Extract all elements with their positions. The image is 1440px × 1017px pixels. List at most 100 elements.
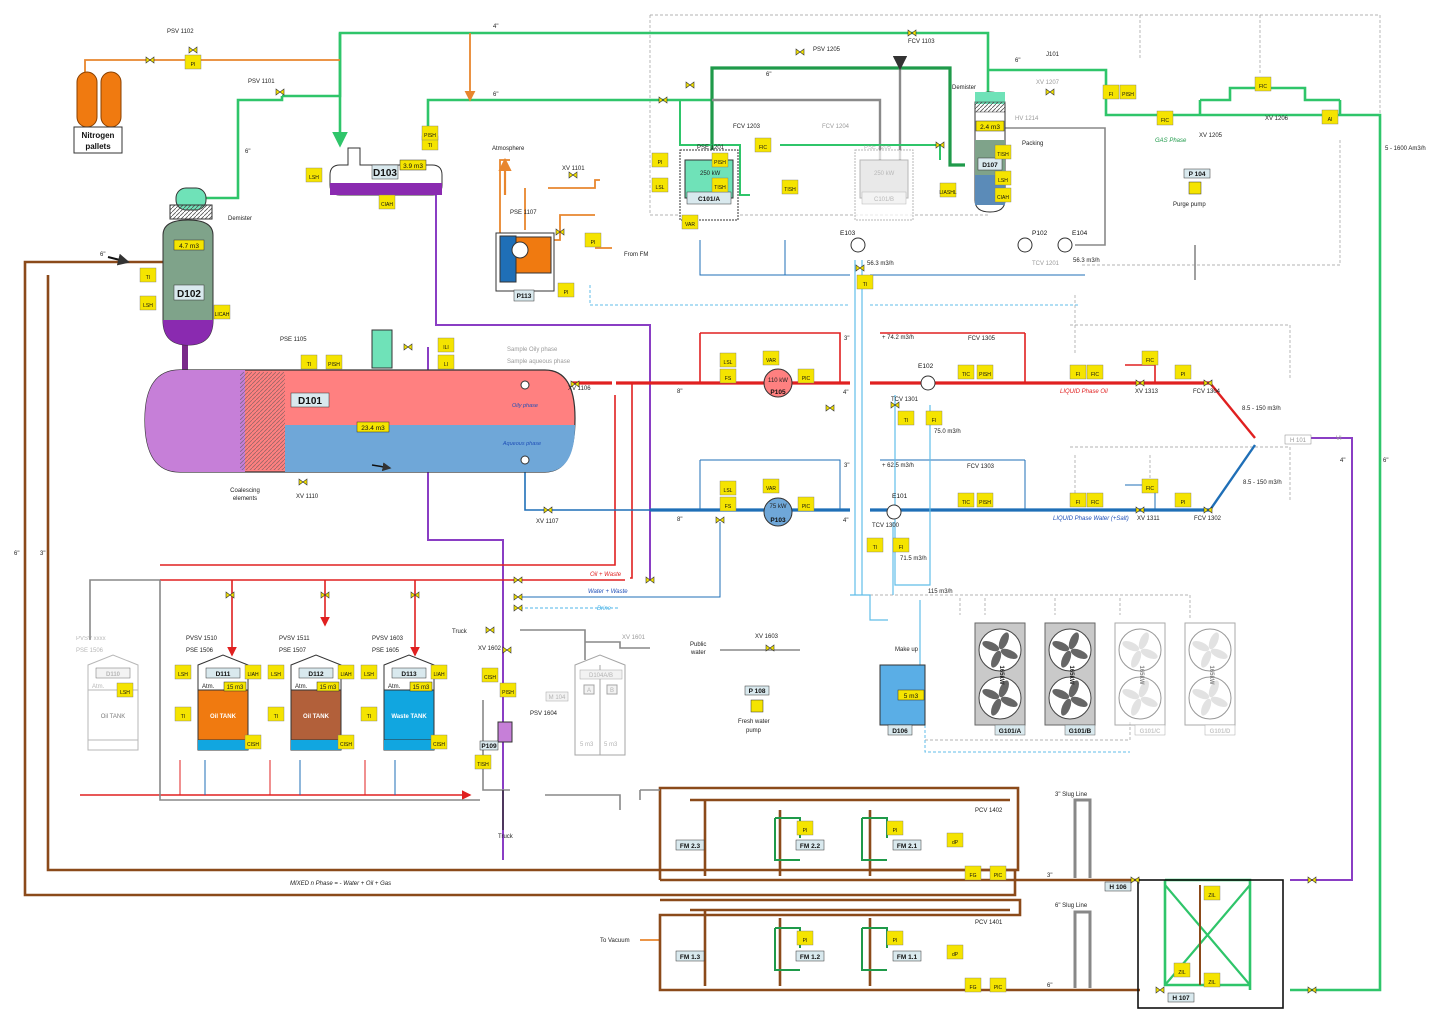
tag-bubble	[762, 478, 780, 494]
tag-bubble	[796, 930, 814, 946]
psv-1101-label: PSV 1101	[248, 79, 275, 85]
tag-bubble	[781, 179, 799, 195]
valve-icon	[225, 591, 235, 599]
tank-atm: Atm.	[295, 684, 308, 690]
valve-icon	[1130, 876, 1140, 884]
atmosphere-label: Atmosphere	[492, 146, 525, 152]
tag-bubble	[754, 137, 772, 153]
tag-bubble	[337, 734, 355, 750]
oil-flow: + 74.2 m3/h	[882, 335, 914, 341]
pse-1107-label: PSE 1107	[510, 210, 537, 216]
instrument-tag: TIC	[957, 492, 975, 508]
tag-bubble	[994, 187, 1012, 203]
p108-label: P 108	[749, 688, 766, 695]
xv-1101-label: XV 1101	[562, 166, 585, 172]
tank-psv: PVSV xxxx	[76, 636, 106, 642]
valve-icon	[555, 228, 565, 236]
instrument-tag: VAR	[681, 214, 699, 230]
fan-blade	[1068, 680, 1079, 698]
tag-bubble	[1174, 364, 1192, 380]
instrument-tag: PISH	[421, 125, 439, 141]
tank-atm: Atm.	[388, 684, 401, 690]
sample-oily-label: Sample Oily phase	[507, 347, 558, 353]
fcv-1103-label: FCV 1103	[908, 39, 935, 45]
instrument-tag: TI	[267, 706, 285, 722]
tag-bubble	[762, 350, 780, 366]
fan-icon	[1048, 628, 1092, 672]
vessel-d103: D103 3.9 m3	[329, 147, 443, 196]
valve-icon	[188, 46, 198, 54]
slug6-label: 6" Slug Line	[1055, 903, 1088, 909]
compressor-c101b: C101/B 250 kW PSE 1205	[854, 145, 914, 221]
tag-text: CISH	[340, 742, 352, 748]
tag-text: ZIL	[1178, 970, 1185, 976]
tag-text: FI	[932, 418, 936, 424]
p102-label: P102	[1032, 230, 1048, 237]
fan-blade	[1070, 648, 1088, 659]
tag-bubble	[267, 664, 285, 680]
tank-name: D111	[216, 671, 231, 678]
tank-pse: PSE 1605	[372, 648, 400, 654]
instrument-tag: FIC	[1086, 492, 1104, 508]
tag-text: PI	[591, 240, 596, 246]
vessel-d102: 4.7 m3 D102 Demister	[162, 187, 252, 346]
cooler-name: G101/C	[1140, 729, 1161, 735]
instrument-tag: FIC	[1141, 350, 1159, 366]
valve-icon	[1155, 986, 1165, 994]
tag-bubble	[1173, 962, 1191, 978]
instrument-tag: LIAH	[244, 664, 262, 680]
c101a-pse: PSE 1201	[697, 145, 725, 151]
tag-text: LSH	[143, 303, 153, 309]
valve-icon	[890, 401, 900, 409]
psv-1604-label: PSV 1604	[530, 711, 558, 717]
instrument-tag: dP	[946, 944, 964, 960]
fan-icon	[1118, 628, 1162, 672]
tank-pse: PSE 1506	[186, 648, 214, 654]
oil-phase-label: LIQUID Phase Oil	[1060, 389, 1108, 395]
fan-blade	[1122, 641, 1140, 652]
fm23-label: FM 2.3	[680, 843, 701, 850]
instrument-tag: LSH	[139, 295, 157, 311]
cooler-kw: 165kW	[1208, 665, 1214, 684]
brine-label: Brine	[597, 606, 612, 612]
tag-text: TI	[146, 275, 150, 281]
valve-icon	[485, 626, 495, 634]
oil-range: 8.5 - 150 m3/h	[1242, 406, 1281, 412]
fan-blade	[982, 641, 1000, 652]
xv-1207-label: XV 1207	[1036, 80, 1060, 86]
valve-icon	[685, 81, 695, 89]
fan-blade	[982, 689, 1000, 700]
psv-1205-label: PSV 1205	[813, 47, 841, 53]
instrument-tag: FI	[1069, 364, 1087, 380]
instrument-tag: TI	[360, 706, 378, 722]
gas-pipe-grey	[712, 98, 882, 160]
tag-text: PISH	[714, 160, 726, 166]
valve-icon	[275, 88, 285, 96]
air-coolers: 165kWG101/A165kWG101/B165kWG101/C165kWG1…	[974, 622, 1236, 736]
instrument-tag: PISH	[325, 354, 343, 370]
public-water-1: Public	[690, 642, 706, 648]
tag-bubble	[421, 125, 439, 141]
valve-icon	[513, 604, 523, 612]
tag-bubble	[325, 354, 343, 370]
tank-fill	[290, 689, 342, 741]
xv-1601-label: XV 1601	[622, 635, 646, 641]
tag-bubble	[719, 480, 737, 496]
valve-icon	[403, 343, 413, 351]
compressor-c101a: C101/A 250 kW PSE 1201	[679, 145, 739, 221]
fan-blade	[998, 632, 1009, 650]
valve-icon	[1203, 506, 1213, 514]
tank-volume: 15 m3	[413, 685, 430, 691]
tag-text: PI	[803, 938, 808, 944]
valve-icon	[298, 478, 308, 486]
coalescing-label-2: elements	[233, 496, 257, 502]
valve-icon	[513, 576, 523, 584]
tank-psv: PVSV 1511	[279, 636, 310, 642]
tag-text: LSH	[998, 178, 1008, 184]
cooler-kw: 165kW	[1068, 665, 1074, 684]
e104-label: E104	[1072, 230, 1088, 237]
c101a-name: C101/A	[698, 196, 720, 203]
instrument-tag: PISH	[1119, 84, 1137, 100]
